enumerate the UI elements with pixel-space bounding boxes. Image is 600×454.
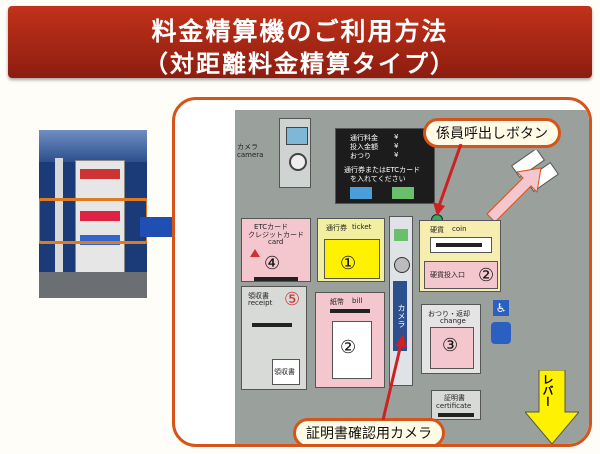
wheelchair-icon: ♿ xyxy=(493,300,509,316)
accessibility-button[interactable] xyxy=(491,322,511,344)
camera-label: カメラ xyxy=(237,143,258,151)
machine-panel: カメラ camera 通行料金 投入金額 おつり ¥ ¥ ¥ 通行券またはETC… xyxy=(172,97,592,447)
callout-camera: 証明書確認用カメラ xyxy=(293,418,445,444)
certificate-area: 証明書 certificate xyxy=(431,390,481,420)
camera-vertical-label: カメラ xyxy=(393,281,407,351)
certificate-slot[interactable] xyxy=(438,413,474,417)
step-2-bill-badge: ② xyxy=(340,337,357,358)
lever-label: レバー xyxy=(541,374,554,407)
camera-strip: カメラ xyxy=(389,216,413,386)
step-5-badge: ⑤ xyxy=(284,289,301,310)
title-banner: 料金精算機のご利用方法 （対距離料金精算タイプ） xyxy=(8,6,592,78)
step-2-coin-badge: ② xyxy=(478,265,495,286)
title-line2: （対距離料金精算タイプ） xyxy=(144,50,456,78)
title-line1: 料金精算機のご利用方法 xyxy=(151,17,449,46)
camera-unit xyxy=(279,118,311,188)
step-3-badge: ③ xyxy=(442,335,459,356)
callout-arrow-icon xyxy=(433,144,463,216)
receipt-area: 領収書 receipt ⑤ 領収書 xyxy=(241,286,307,390)
card-arrow-icon xyxy=(250,249,260,257)
receipt-slot[interactable] xyxy=(252,323,292,327)
coin-slot[interactable] xyxy=(436,243,482,247)
coin-insert-area: 硬貨 coin 硬貨投入口 ② xyxy=(419,220,501,292)
ticket-slot-area: 通行券 ticket ① xyxy=(317,218,385,282)
bill-slot[interactable] xyxy=(330,309,370,313)
change-return-area: おつり・返却 change ③ xyxy=(421,304,481,374)
camera-lens-icon xyxy=(289,153,307,171)
camera-lens-icon xyxy=(394,257,410,273)
machine-photo xyxy=(39,130,147,298)
bill-insert-area: 紙幣 bill ② xyxy=(315,292,385,388)
etc-card-slot-area: ETCカード クレジットカード card ④ xyxy=(241,218,311,282)
step-4-badge: ④ xyxy=(264,253,281,274)
photo-highlight xyxy=(39,198,147,244)
display-screen: 通行料金 投入金額 おつり ¥ ¥ ¥ 通行券またはETCカード を入れてくださ… xyxy=(335,128,435,204)
callout-arrow-icon xyxy=(381,334,407,420)
etc-card-slot[interactable] xyxy=(254,277,298,281)
ticket-slot-highlight[interactable] xyxy=(324,239,380,279)
lever-arrow-icon xyxy=(525,370,579,444)
step-1-badge: ① xyxy=(340,253,357,274)
bill-insert-arrow-icon xyxy=(486,150,559,220)
machine-face: カメラ camera 通行料金 投入金額 おつり ¥ ¥ ¥ 通行券またはETC… xyxy=(235,110,589,444)
callout-staff-button: 係員呼出しボタン xyxy=(423,118,561,148)
change-tray[interactable] xyxy=(430,327,474,369)
